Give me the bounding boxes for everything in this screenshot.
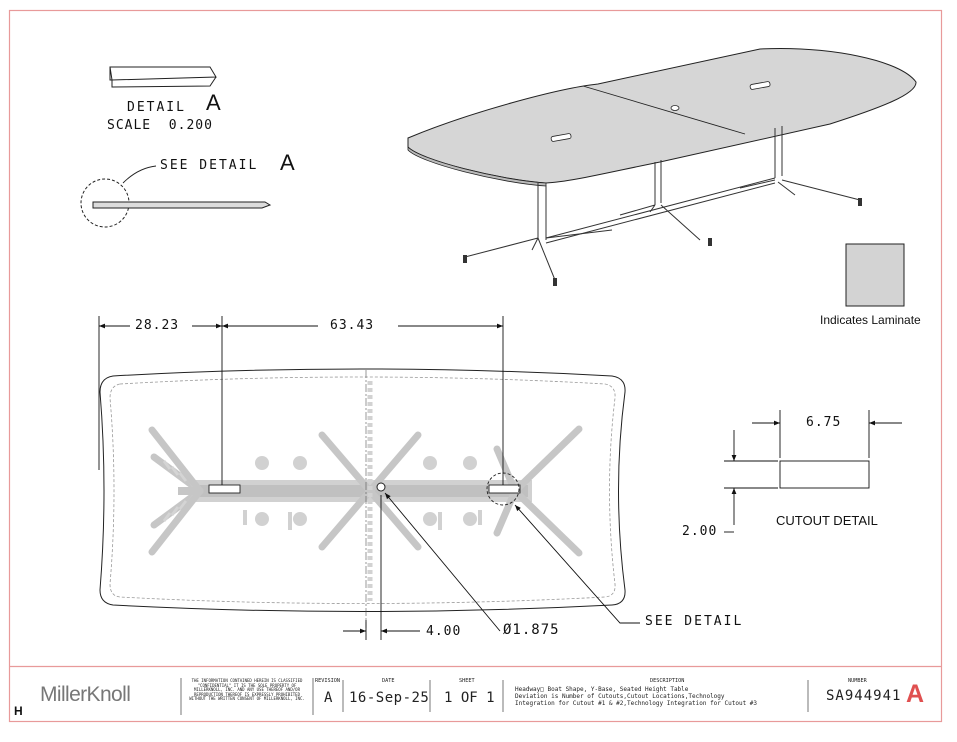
drawing-number: SA944941	[826, 688, 902, 704]
edge-view	[80, 165, 272, 228]
description-line-3: Integration for Cutout #1 & #2,Technolog…	[515, 700, 758, 707]
title-block-lines	[180, 678, 809, 715]
cutout-width: 6.75	[806, 415, 842, 430]
number-header: NUMBER	[848, 678, 867, 684]
plan-dimensions	[98, 316, 640, 640]
confidential-notice: THE INFORMATION CONTAINED HEREIN IS CLAS…	[189, 678, 305, 702]
dim-left-offset: 28.23	[135, 318, 180, 333]
dim-center-offset: 4.00	[426, 624, 462, 639]
description-header: DESCRIPTION	[650, 678, 685, 684]
revision-header: REVISION	[315, 678, 340, 684]
revision-value: A	[324, 690, 333, 706]
date-value: 16-Sep-25	[349, 690, 430, 706]
cutout-detail-label: CUTOUT DETAIL	[776, 513, 878, 528]
dim-cutout-spacing: 63.43	[330, 318, 375, 333]
cutout-detail-drawing	[724, 410, 902, 533]
cutout-height: 2.00	[682, 524, 718, 539]
see-detail-a-letter: A	[280, 150, 295, 175]
sheet-header: SHEET	[459, 678, 475, 684]
laminate-legend-label: Indicates Laminate	[820, 313, 921, 327]
dim-grommet-diameter: Ø1.875	[503, 622, 560, 638]
date-header: DATE	[382, 678, 395, 684]
laminate-swatch	[845, 243, 905, 307]
description-line-2: Deviation is Number of Cutouts,Cutout Lo…	[515, 693, 725, 700]
detail-a-slab	[109, 66, 217, 88]
description-line-1: Headway□ Boat Shape, Y-Base, Seated Heig…	[515, 686, 689, 693]
revision-mark: A	[906, 680, 925, 708]
detail-a-label: DETAIL	[127, 100, 186, 115]
company-logo: MillerKnoll	[40, 683, 131, 706]
detail-a-letter: A	[206, 90, 221, 115]
sheet-value: 1 OF 1	[444, 690, 495, 706]
sheet-border	[8, 9, 943, 723]
detail-a-scale: SCALE 0.200	[107, 118, 213, 133]
zone-letter: H	[14, 704, 23, 718]
iso-table	[407, 48, 917, 286]
plan-view	[99, 368, 626, 628]
see-detail-a-label: SEE DETAIL	[160, 158, 259, 173]
see-detail-callout: SEE DETAIL	[645, 614, 744, 629]
